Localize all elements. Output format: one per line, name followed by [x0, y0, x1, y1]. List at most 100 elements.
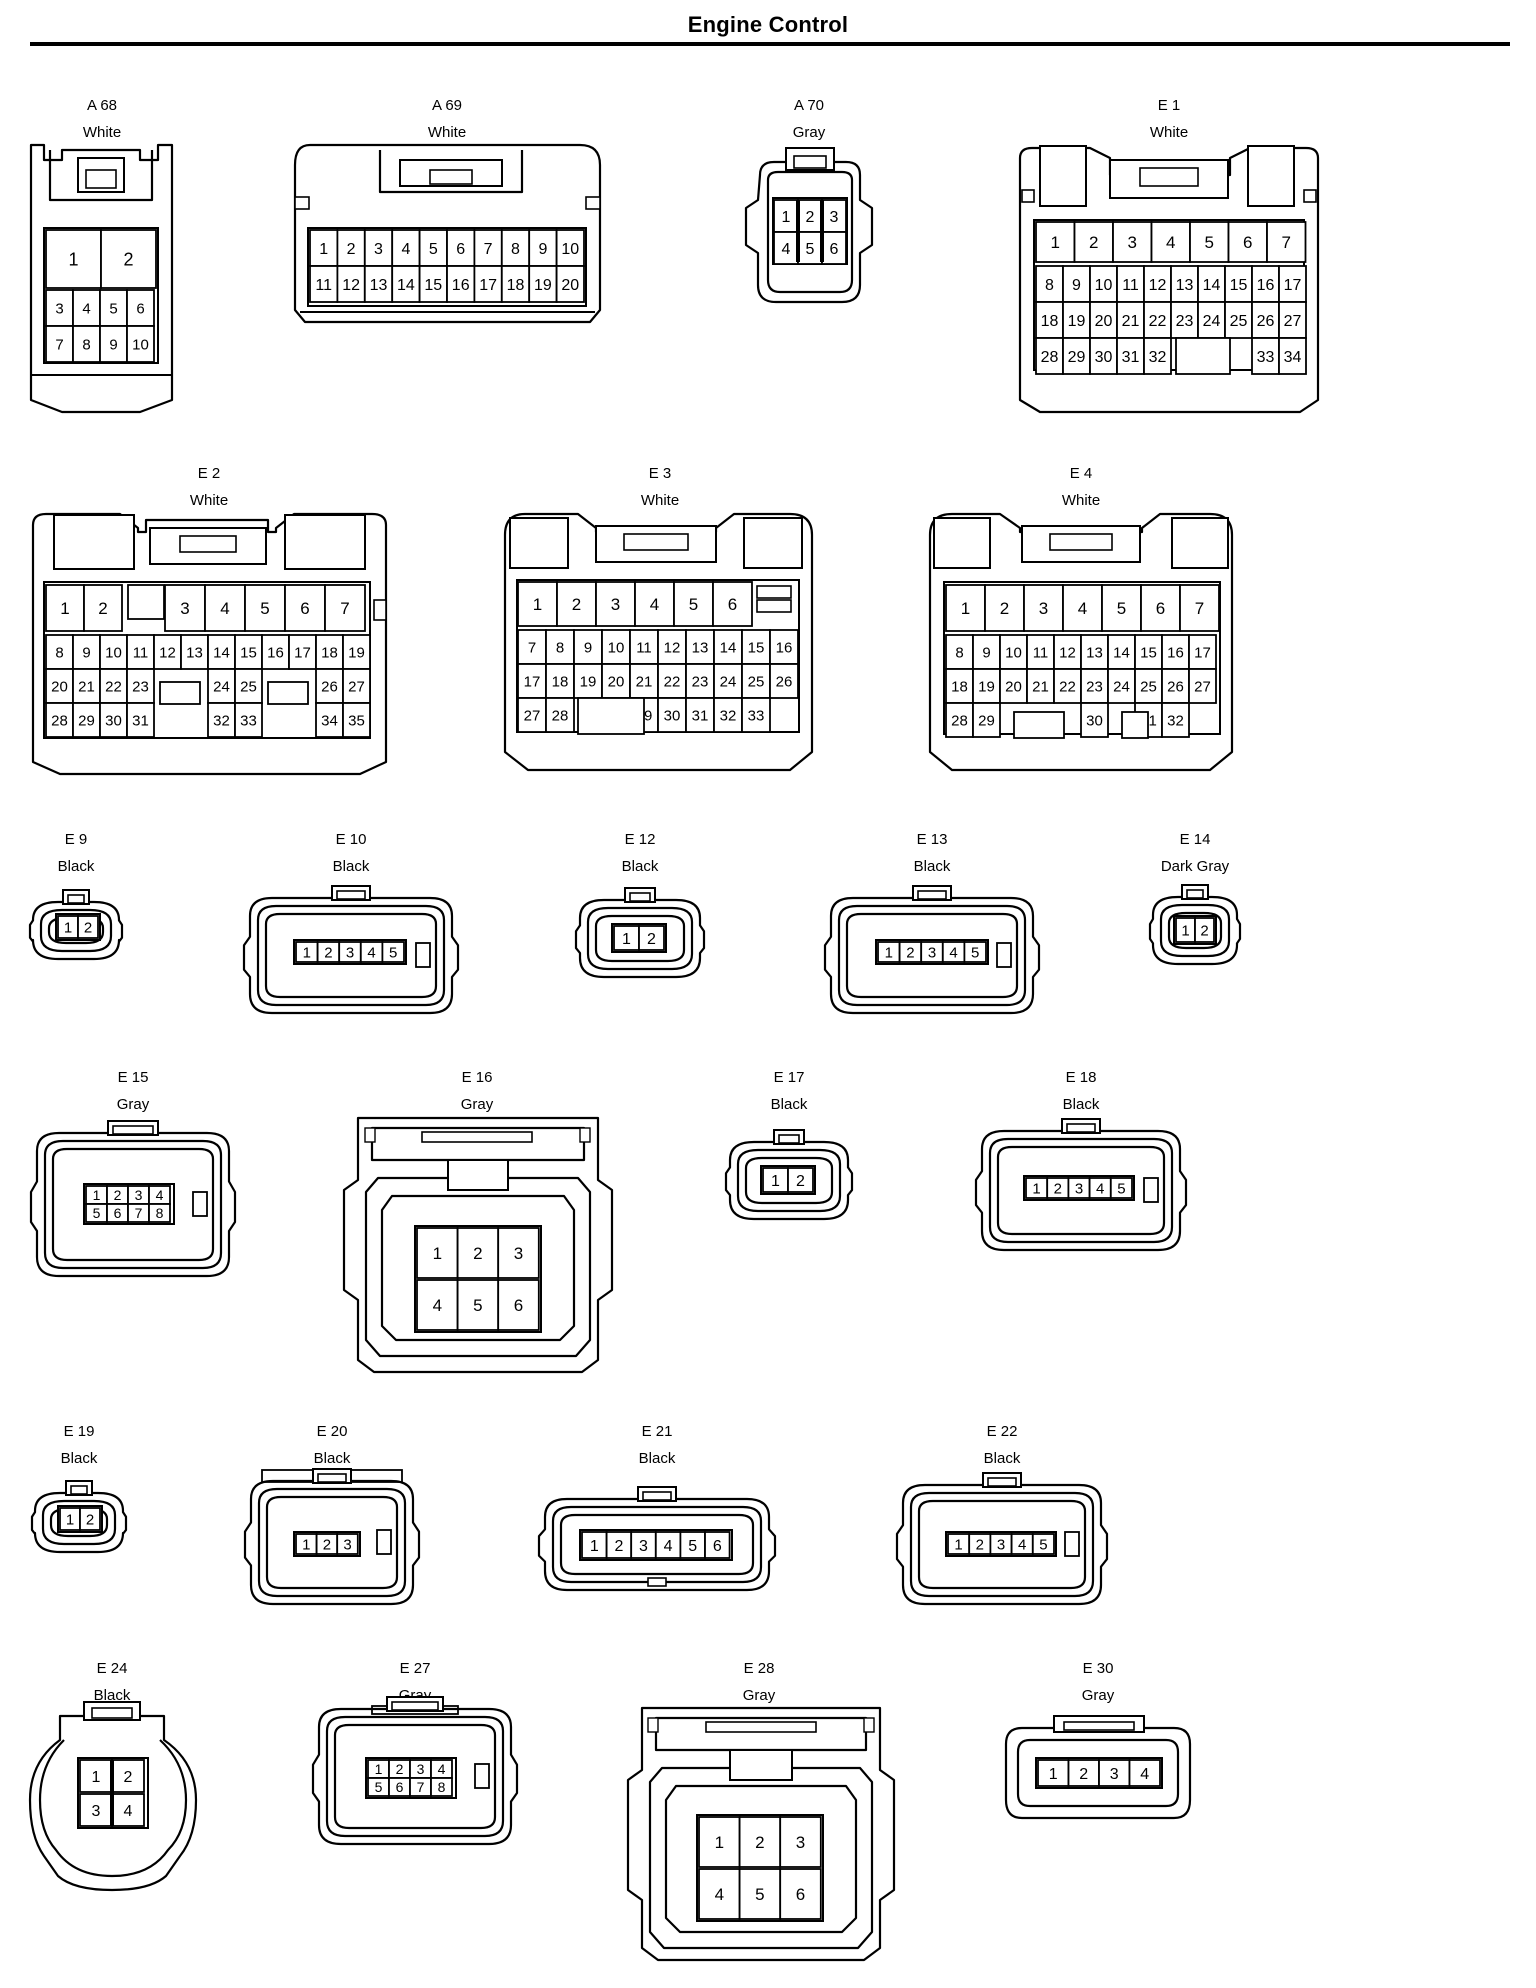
pin-cell — [517, 581, 558, 627]
housing-outline — [736, 1148, 842, 1213]
housing-outline — [729, 1749, 793, 1781]
pin-number: 1 — [92, 1769, 101, 1786]
pin-number: 7 — [340, 599, 349, 618]
pin-number: 26 — [321, 678, 338, 695]
pin-cell — [1161, 668, 1190, 704]
pin-number: 31 — [692, 707, 709, 724]
pin-number: 6 — [728, 595, 737, 614]
pin-cell — [630, 1531, 657, 1559]
housing-outline — [917, 1499, 1087, 1590]
pin-number: 25 — [748, 673, 765, 690]
pin-number: 13 — [370, 277, 388, 294]
pin-number: 8 — [55, 644, 63, 661]
pin-cell — [972, 668, 1001, 704]
pin-cell — [363, 265, 394, 303]
pin-cell — [1116, 337, 1145, 375]
pin-cell — [1112, 221, 1153, 263]
pin-cell — [999, 668, 1028, 704]
pin-number: 5 — [1117, 599, 1126, 618]
pin-cell — [945, 584, 986, 632]
pin-number: 8 — [955, 644, 963, 661]
pin-number: 11 — [1122, 277, 1139, 294]
pin-cell — [204, 584, 246, 632]
pin-cell — [545, 697, 575, 733]
housing-outline — [28, 900, 124, 961]
pin-number: 1 — [1049, 1766, 1058, 1783]
pin-number: 1 — [93, 1187, 101, 1203]
pin-number: 3 — [1075, 1180, 1083, 1197]
pin-number: 17 — [294, 644, 311, 661]
pin-number: 14 — [1203, 277, 1221, 294]
pin-number: 6 — [396, 1779, 404, 1795]
pin-number: 13 — [1086, 644, 1103, 661]
pin-cell — [83, 584, 123, 632]
housing-outline — [845, 912, 1019, 999]
housing-outline — [364, 1127, 376, 1143]
pin-cell — [126, 325, 155, 363]
pin-cell — [342, 634, 371, 670]
pin-number: 2 — [98, 599, 107, 618]
pin-number: 25 — [1230, 313, 1248, 330]
pin-number: 20 — [561, 277, 579, 294]
housing-outline — [766, 170, 854, 294]
pin-cell — [1035, 265, 1064, 303]
connector-color-label: Gray — [117, 1096, 150, 1113]
blank-cavity — [267, 681, 309, 705]
pin-cell — [497, 1227, 540, 1279]
pin-number: 2 — [324, 944, 332, 961]
pin-cell — [685, 697, 715, 733]
pin-cell — [1031, 1533, 1055, 1555]
pin-cell — [45, 584, 85, 632]
housing-outline — [744, 160, 874, 304]
pin-cell — [126, 289, 155, 327]
pin-number: 13 — [692, 639, 709, 656]
pin-number: 6 — [456, 241, 465, 258]
pin-number: 11 — [133, 644, 149, 661]
pin-number: 30 — [105, 712, 122, 729]
pin-cell — [741, 697, 771, 733]
housing-outline — [41, 1499, 117, 1546]
connector-id-label: E 21 — [642, 1423, 673, 1440]
pin-number: 4 — [1018, 1536, 1026, 1553]
pin-cell — [148, 1203, 171, 1223]
housing-outline — [647, 1717, 659, 1733]
connector-color-label: White — [641, 492, 679, 509]
pin-number: 3 — [514, 1244, 523, 1263]
pin-number: 5 — [473, 1296, 482, 1315]
pin-cell — [99, 702, 128, 738]
pin-cell — [595, 581, 636, 627]
housing-outline — [31, 512, 388, 776]
housing-outline — [29, 1131, 237, 1278]
pin-number: 23 — [132, 678, 149, 695]
pin-cell — [381, 941, 405, 963]
housing-outline — [391, 1701, 439, 1711]
housing-outline — [1171, 517, 1229, 569]
pin-cell — [164, 584, 206, 632]
connector-color-label: Black — [333, 858, 370, 875]
pin-number: 16 — [776, 639, 793, 656]
pin-cell — [769, 663, 799, 699]
housing-outline — [294, 196, 310, 210]
connector-color-label: Black — [771, 1096, 808, 1113]
pin-number: 15 — [240, 644, 257, 661]
housing-outline — [909, 1491, 1095, 1598]
pin-cell — [704, 1531, 731, 1559]
pin-number: 21 — [78, 678, 95, 695]
pin-number: 25 — [1140, 678, 1157, 695]
pin-number: 4 — [1096, 1180, 1104, 1197]
pin-cell — [581, 1531, 608, 1559]
pin-number: 22 — [1059, 678, 1076, 695]
connector-color-label: Gray — [461, 1096, 494, 1113]
pin-cell — [111, 1759, 145, 1793]
pin-number: 1 — [533, 595, 542, 614]
housing-outline — [586, 906, 694, 971]
pin-number: 22 — [1149, 313, 1167, 330]
pin-number: 10 — [561, 241, 579, 258]
housing-outline — [243, 1479, 421, 1606]
connector-id-label: E 16 — [462, 1069, 493, 1086]
pin-cell — [1251, 337, 1280, 375]
